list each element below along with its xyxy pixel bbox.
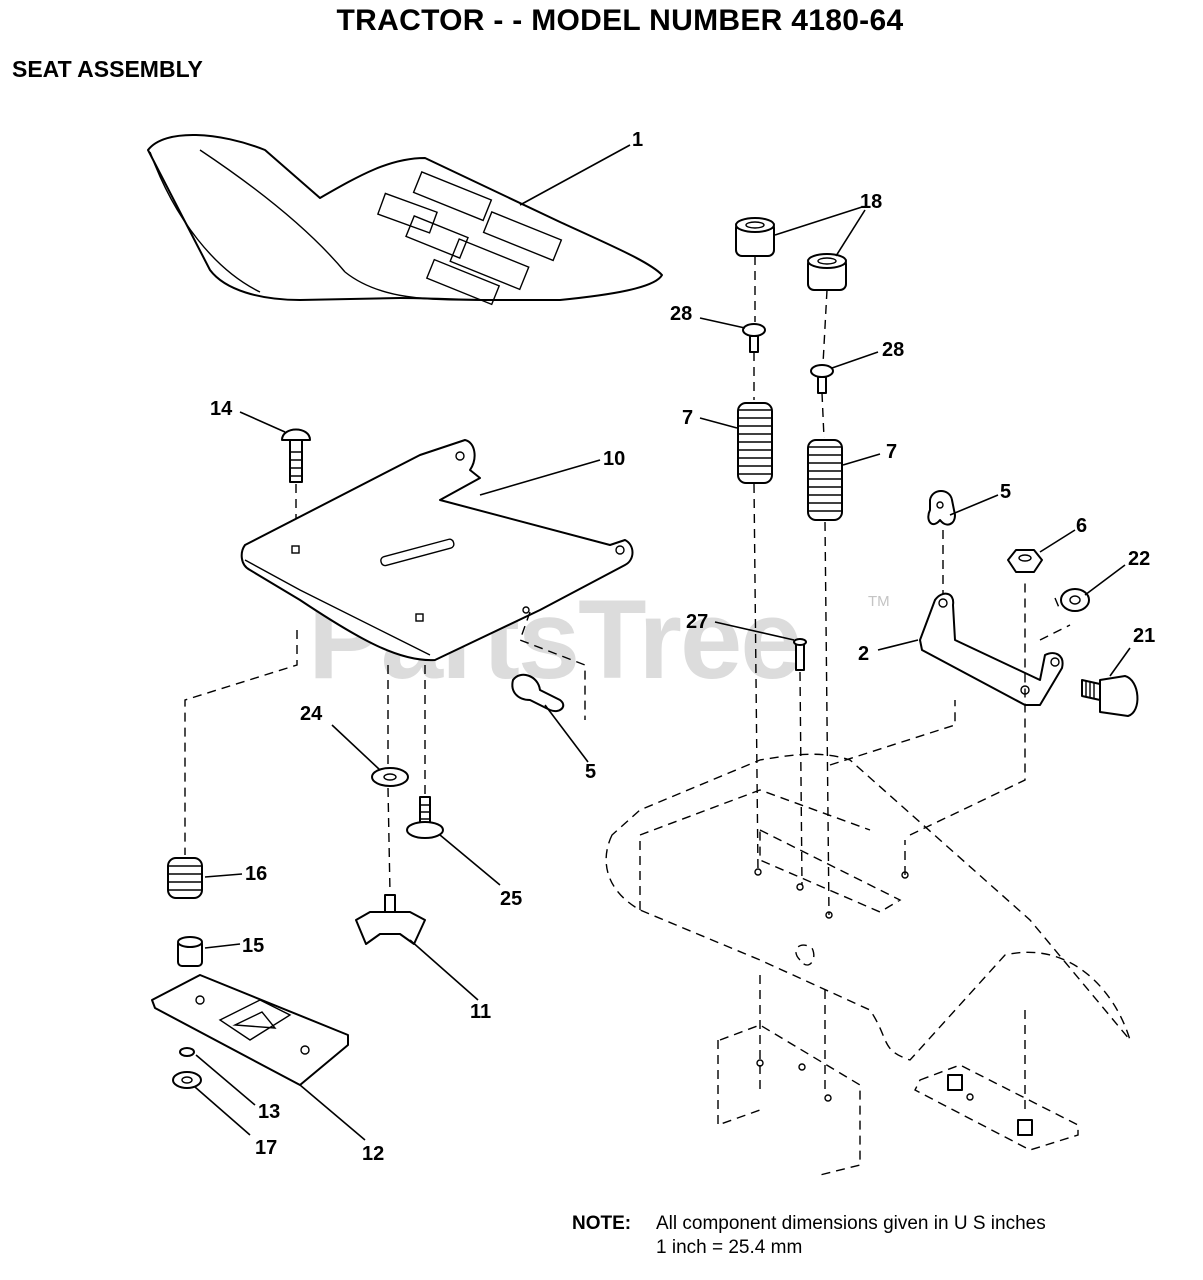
callout-24: 24 bbox=[300, 703, 323, 725]
section-subtitle: SEAT ASSEMBLY bbox=[12, 56, 203, 82]
part-clip-lower bbox=[511, 673, 565, 712]
part-knob bbox=[355, 894, 426, 945]
dimension-note: NOTE: All component dimensions given in U… bbox=[572, 1212, 1046, 1260]
note-line-1: All component dimensions given in U S in… bbox=[656, 1213, 1046, 1234]
callout-11: 11 bbox=[470, 1001, 491, 1023]
part-hex-nut bbox=[1007, 549, 1043, 573]
part-spacer bbox=[177, 936, 203, 967]
page-title: TRACTOR - - MODEL NUMBER 4180-64 bbox=[336, 4, 904, 37]
callout-22: 22 bbox=[1128, 548, 1150, 570]
callout-21: 21 bbox=[1133, 625, 1155, 647]
part-nut-17 bbox=[172, 1071, 202, 1089]
note-body: All component dimensions given in U S in… bbox=[656, 1212, 1046, 1260]
part-spring-left bbox=[737, 402, 773, 484]
part-screw-28-right bbox=[810, 364, 834, 394]
callout-25: 25 bbox=[500, 888, 522, 910]
callout-1: 1 bbox=[632, 129, 643, 151]
note-line-2: 1 inch = 25.4 mm bbox=[656, 1237, 803, 1258]
callout-14: 14 bbox=[210, 398, 233, 420]
part-carriage-bolt bbox=[281, 428, 311, 483]
callout-5-upper: 5 bbox=[1000, 481, 1011, 503]
part-screw-28-left bbox=[742, 323, 766, 353]
watermark-trademark: TM bbox=[868, 593, 890, 610]
part-spring-right bbox=[807, 439, 843, 521]
part-washer bbox=[371, 767, 409, 787]
callout-2: 2 bbox=[858, 643, 869, 665]
callout-28-right: 28 bbox=[882, 339, 904, 361]
callout-15: 15 bbox=[242, 935, 264, 957]
callout-28-left: 28 bbox=[670, 303, 692, 325]
part-pivot-bracket bbox=[919, 592, 1064, 706]
part-shoulder-bolt-21 bbox=[1081, 675, 1139, 717]
callout-5-lower: 5 bbox=[585, 761, 596, 783]
callout-27: 27 bbox=[686, 611, 708, 633]
part-pin bbox=[793, 638, 807, 671]
note-label: NOTE: bbox=[572, 1213, 632, 1234]
part-nut-13 bbox=[179, 1047, 195, 1057]
part-shoulder-bolt bbox=[406, 796, 444, 839]
callout-7-left: 7 bbox=[682, 407, 693, 429]
callout-7-right: 7 bbox=[886, 441, 897, 463]
callout-6: 6 bbox=[1076, 515, 1087, 537]
part-bumper-left bbox=[735, 217, 775, 257]
callout-18: 18 bbox=[860, 191, 882, 213]
part-spring-small bbox=[167, 857, 203, 899]
callout-16: 16 bbox=[245, 863, 267, 885]
part-fender-frame bbox=[605, 580, 1131, 1176]
part-seat-pan bbox=[240, 439, 634, 662]
callout-10: 10 bbox=[603, 448, 625, 470]
callout-12: 12 bbox=[362, 1143, 384, 1165]
part-clip-upper bbox=[927, 490, 956, 526]
part-bushing bbox=[1060, 588, 1090, 612]
part-bumper-right bbox=[807, 253, 847, 291]
callout-13: 13 bbox=[258, 1101, 280, 1123]
callout-17: 17 bbox=[255, 1137, 277, 1159]
part-mounting-plate bbox=[151, 974, 349, 1086]
part-seat bbox=[147, 134, 663, 306]
